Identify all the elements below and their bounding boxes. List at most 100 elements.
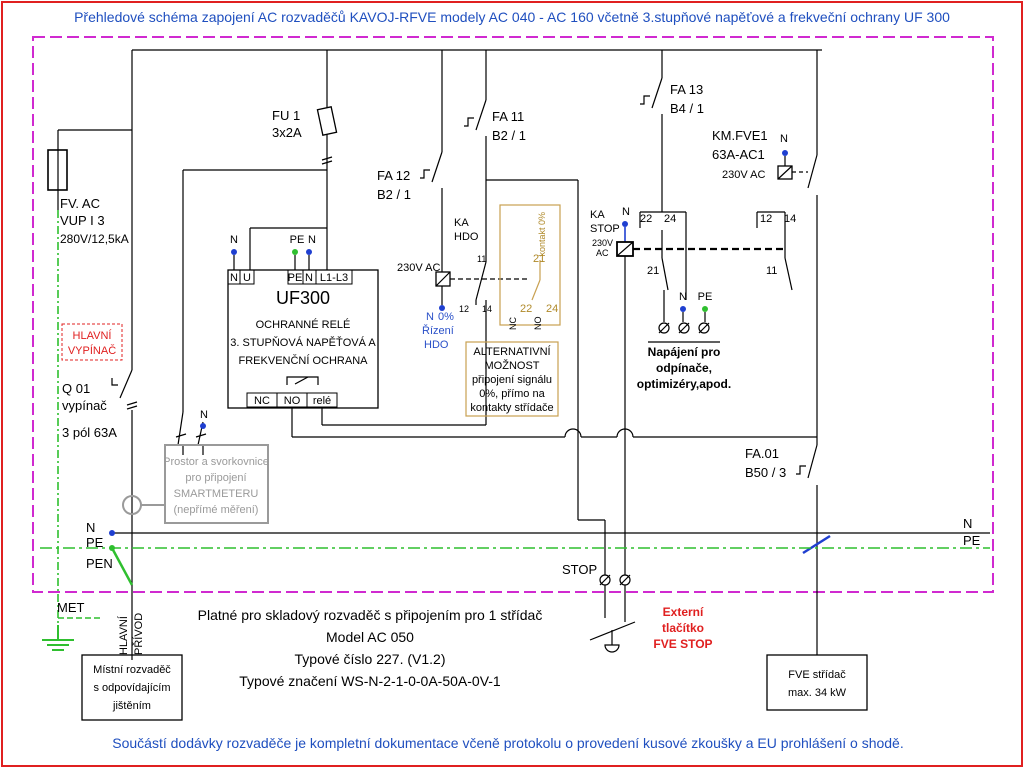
svg-text:63A-AC1: 63A-AC1 (712, 147, 765, 162)
diagram-title: Přehledové schéma zapojení AC rozvaděčů … (74, 9, 950, 25)
svg-text:3 pól 63A: 3 pól 63A (62, 425, 117, 440)
svg-text:N: N (622, 206, 630, 218)
svg-text:HLAVNÍ: HLAVNÍ (117, 615, 130, 655)
alternative-option-box (465, 341, 559, 417)
svg-text:NO: NO (284, 395, 301, 407)
switchboard-boundary (32, 36, 994, 593)
svg-text:N: N (230, 272, 238, 284)
svg-text:3x2A: 3x2A (272, 125, 302, 140)
svg-text:11: 11 (766, 265, 777, 277)
svg-text:odpínače,: odpínače, (656, 361, 712, 375)
svg-text:22: 22 (520, 303, 532, 315)
svg-text:max. 34 kW: max. 34 kW (788, 687, 847, 699)
svg-text:AC: AC (596, 248, 609, 258)
fa13-switch (651, 77, 663, 109)
svg-text:280V/12,5kA: 280V/12,5kA (60, 232, 129, 246)
svg-text:N: N (305, 272, 313, 284)
svg-text:s odpovídajícím: s odpovídajícím (93, 682, 170, 694)
svg-text:Řízení: Řízení (422, 324, 454, 337)
svg-text:230V: 230V (592, 238, 613, 248)
svg-text:pro připojení: pro připojení (185, 472, 246, 484)
fa11-switch (475, 99, 487, 131)
svg-text:12: 12 (760, 213, 772, 225)
svg-text:N: N (679, 291, 687, 303)
svg-text:Místní rozvaděč: Místní rozvaděč (93, 664, 171, 676)
svg-text:KA: KA (454, 217, 469, 229)
svg-text:B4 / 1: B4 / 1 (670, 101, 704, 116)
svg-text:Prostor a svorkovnice: Prostor a svorkovnice (163, 456, 269, 468)
svg-text:N: N (780, 133, 788, 145)
svg-text:Typové číslo 227. (V1.2): Typové číslo 227. (V1.2) (295, 651, 446, 667)
svg-text:0%: 0% (438, 311, 454, 323)
svg-text:230V AC: 230V AC (722, 169, 765, 181)
svg-text:22: 22 (640, 213, 652, 225)
svg-text:FREKVENČNÍ OCHRANA: FREKVENČNÍ OCHRANA (239, 354, 369, 367)
svg-text:230V AC: 230V AC (397, 262, 440, 274)
svg-text:FA 13: FA 13 (670, 82, 703, 97)
svg-text:21: 21 (533, 253, 545, 265)
svg-text:HDO: HDO (424, 339, 449, 351)
svg-text:tlačítko: tlačítko (662, 621, 704, 635)
svg-text:21: 21 (647, 265, 659, 277)
main-switch-label-box (61, 323, 123, 361)
km-fve1-contact (807, 154, 818, 189)
svg-text:B2 / 1: B2 / 1 (377, 187, 411, 202)
svg-text:L1-L3: L1-L3 (320, 272, 348, 284)
svg-text:FU 1: FU 1 (272, 108, 300, 123)
svg-text:OCHRANNÉ RELÉ: OCHRANNÉ RELÉ (256, 318, 351, 331)
svg-text:B50 / 3: B50 / 3 (745, 465, 786, 480)
svg-text:N: N (426, 311, 434, 323)
svg-text:kontakty střídače: kontakty střídače (470, 402, 553, 414)
supply-terminals (658, 322, 710, 334)
svg-text:14: 14 (482, 304, 492, 314)
svg-text:optimizéry,apod.: optimizéry,apod. (637, 377, 731, 391)
local-distribution-box (81, 654, 183, 721)
svg-text:Model AC 050: Model AC 050 (326, 629, 414, 645)
svg-text:PE: PE (86, 535, 104, 550)
svg-text:N: N (86, 520, 95, 535)
svg-text:FVE střídač: FVE střídač (788, 669, 846, 681)
svg-text:HLAVNÍ: HLAVNÍ (73, 329, 113, 342)
svg-text:U: U (243, 272, 251, 284)
svg-text:24: 24 (664, 213, 676, 225)
svg-text:relé: relé (313, 395, 331, 407)
alternative-contact-box (499, 204, 561, 326)
svg-text:FA.01: FA.01 (745, 446, 779, 461)
svg-text:14: 14 (784, 213, 796, 225)
smartmeter-box (164, 444, 269, 524)
svg-text:0%, přímo na: 0%, přímo na (479, 388, 545, 400)
svg-text:11: 11 (477, 254, 486, 264)
svg-text:PE: PE (698, 291, 713, 303)
svg-text:Externí: Externí (663, 605, 704, 619)
svg-text:Typové značení WS-N-2-1-0-0A-5: Typové značení WS-N-2-1-0-0A-50A-0V-1 (239, 673, 501, 689)
svg-text:Napájení pro: Napájení pro (648, 345, 721, 359)
svg-text:NC: NC (508, 317, 518, 330)
svg-text:kontakt 0%: kontakt 0% (537, 212, 547, 257)
q01-switch-contact (119, 369, 133, 399)
svg-text:STOP: STOP (562, 562, 597, 577)
svg-text:MOŽNOST: MOŽNOST (485, 359, 540, 372)
svg-text:PE: PE (290, 234, 305, 246)
svg-text:FA 11: FA 11 (492, 109, 524, 124)
svg-text:NC: NC (254, 395, 270, 407)
svg-text:vypínač: vypínač (62, 398, 107, 413)
fa01-switch (807, 444, 818, 479)
svg-text:NO: NO (533, 317, 543, 331)
svg-text:B2 / 1: B2 / 1 (492, 128, 526, 143)
svg-text:HDO: HDO (454, 231, 479, 243)
svg-text:Q 01: Q 01 (62, 381, 90, 396)
inverter-box (766, 654, 868, 711)
stop-terminals (599, 574, 631, 586)
svg-text:N: N (963, 516, 972, 531)
svg-text:(nepřímé měření): (nepřímé měření) (174, 504, 259, 516)
fa12-switch (431, 151, 443, 183)
svg-text:N: N (230, 234, 238, 246)
svg-text:připojení signálu: připojení signálu (472, 374, 552, 386)
svg-text:PE: PE (288, 272, 303, 284)
svg-text:KA: KA (590, 209, 605, 221)
svg-text:MET: MET (57, 600, 85, 615)
svg-text:FVE STOP: FVE STOP (653, 637, 712, 651)
uf300-title: UF300 (276, 288, 330, 308)
